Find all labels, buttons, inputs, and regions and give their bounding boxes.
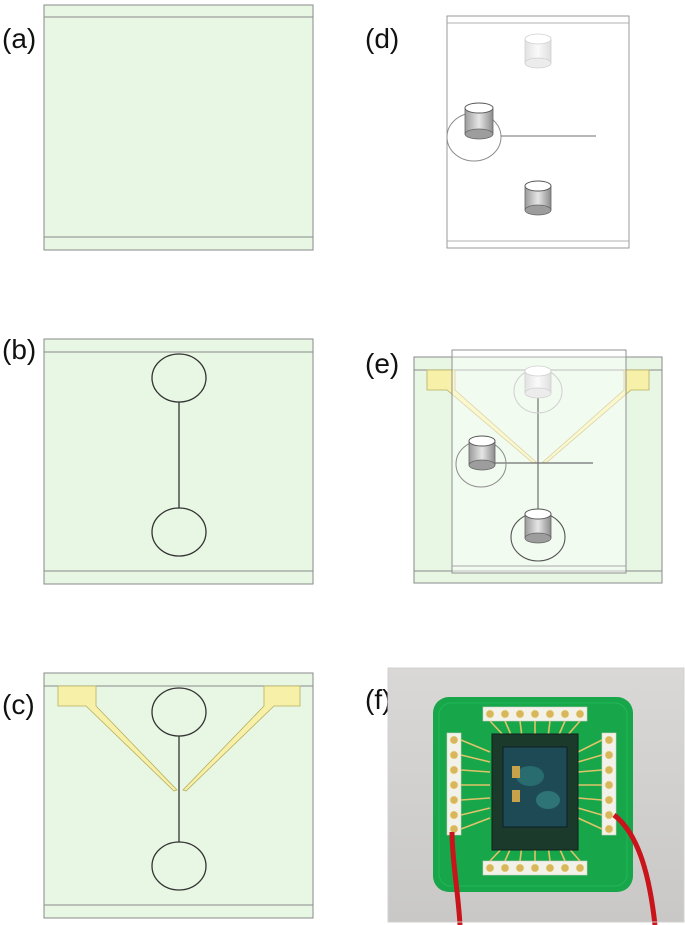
panel-b-channel bbox=[151, 353, 207, 557]
panel-label-b: (b) bbox=[2, 334, 37, 365]
chip-window bbox=[502, 746, 568, 828]
panel-label-c: (c) bbox=[2, 689, 35, 720]
panel-e-port-left bbox=[455, 435, 507, 488]
panel-d-port-bottom bbox=[524, 180, 552, 216]
panel-f-photo bbox=[387, 667, 685, 925]
panel-c-electrode-left bbox=[57, 685, 178, 792]
panel-c-electrodes bbox=[57, 685, 301, 792]
panel-a-substrate bbox=[43, 4, 314, 251]
panel-e-port-bottom bbox=[510, 508, 566, 562]
pcb-pad-row-left bbox=[446, 732, 462, 836]
panel-c-reservoir-bottom bbox=[151, 841, 207, 891]
pcb-pad-row-right bbox=[601, 732, 617, 836]
panel-label-a: (a) bbox=[2, 23, 37, 54]
panel-d-port-left bbox=[446, 102, 596, 162]
pcb-pad-row-bottom bbox=[482, 860, 588, 876]
panel-label-d: (d) bbox=[365, 23, 400, 54]
panel-c-channel bbox=[151, 687, 207, 891]
red-wire-left bbox=[449, 831, 463, 925]
panel-c-electrode-right bbox=[182, 685, 301, 792]
panel-label-e: (e) bbox=[365, 348, 400, 379]
red-wire-right bbox=[612, 813, 658, 925]
panel-d-port-top bbox=[524, 33, 552, 69]
panel-b-reservoir-bottom bbox=[151, 507, 207, 557]
panel-e-port-top bbox=[513, 365, 563, 414]
pcb-pad-row-top bbox=[482, 706, 588, 722]
panel-label-f: (f) bbox=[365, 684, 392, 715]
